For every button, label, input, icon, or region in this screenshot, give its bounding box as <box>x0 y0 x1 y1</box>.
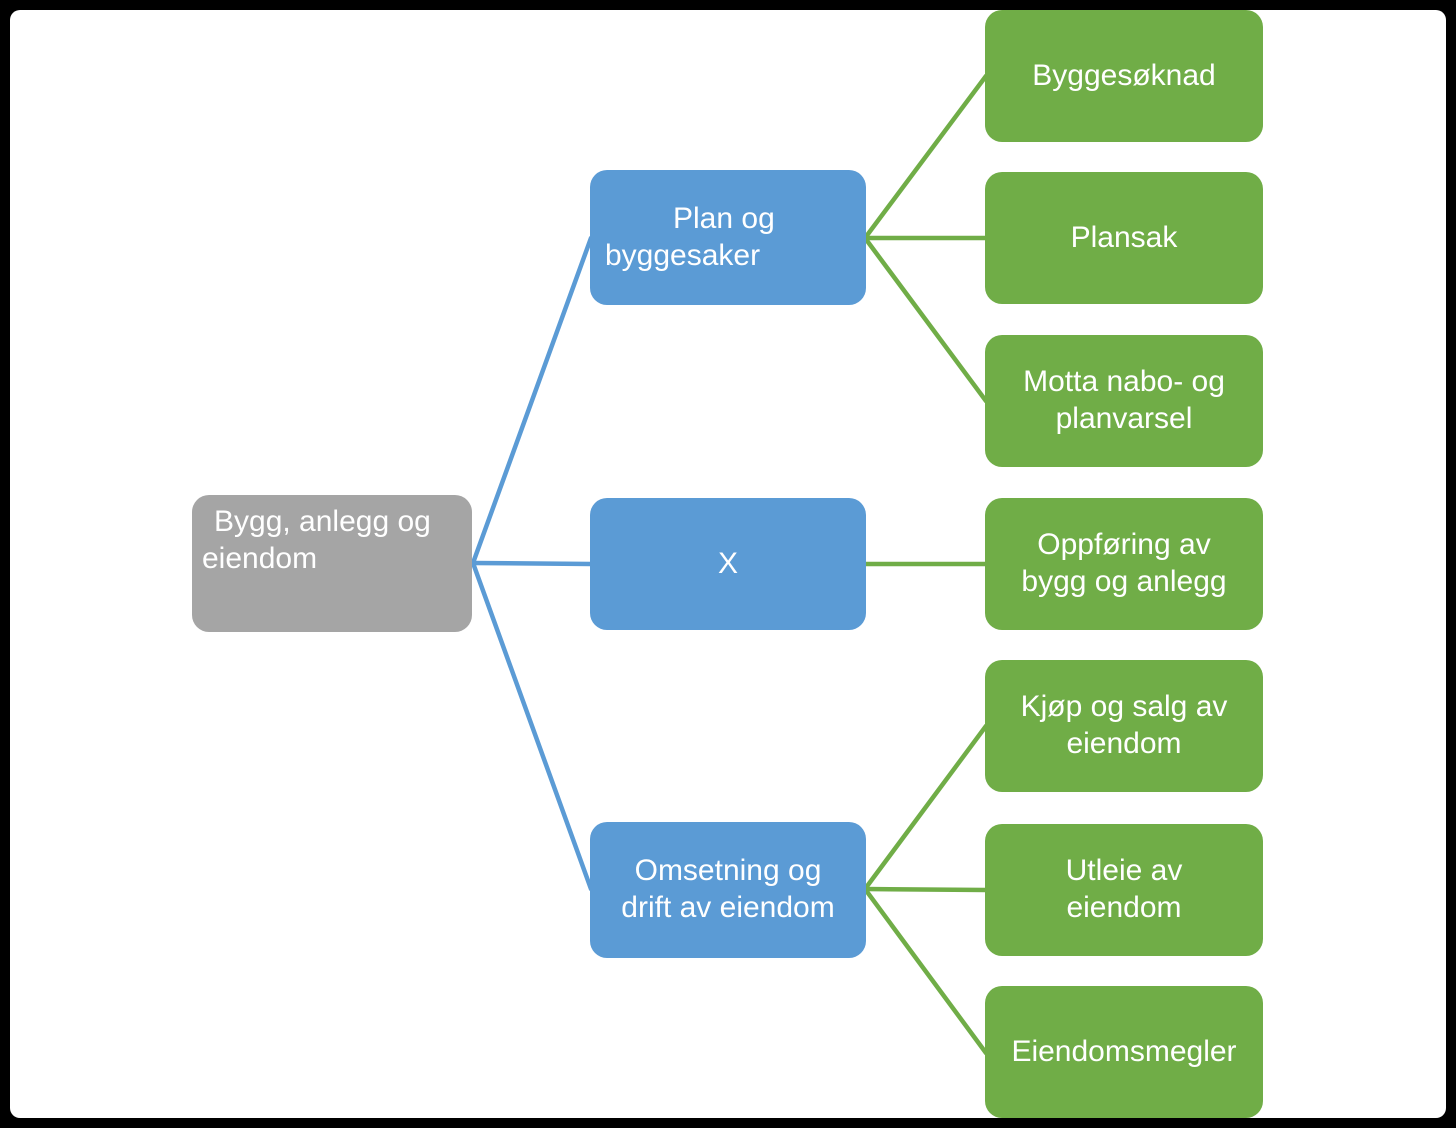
node-kjop-og-salg-av-eiendom: Kjøp og salg av eiendom <box>985 660 1263 792</box>
node-x: X <box>590 498 866 630</box>
node-plan-og-byggesaker: Plan og byggesaker <box>590 170 866 305</box>
node-eiendomsmegler: Eiendomsmegler <box>985 986 1263 1118</box>
node-oppforing-av-bygg-og-anlegg: Oppføring av bygg og anlegg <box>985 498 1263 630</box>
node-label: Bygg, anlegg og eiendom <box>202 505 431 575</box>
node-label: Omsetning og drift av eiendom <box>621 854 835 924</box>
node-label: Oppføring av bygg og anlegg <box>1021 528 1227 598</box>
node-label: Eiendomsmegler <box>1011 1034 1237 1068</box>
node-plansak: Plansak <box>985 172 1263 304</box>
node-byggesoknad: Byggesøknad <box>985 10 1263 142</box>
node-bygg-anlegg-og-eiendom: Bygg, anlegg og eiendom <box>192 495 472 632</box>
node-label: Byggesøknad <box>1032 58 1216 92</box>
node-label: Kjøp og salg av eiendom <box>1020 690 1228 760</box>
node-label: Plan og byggesaker <box>605 201 775 272</box>
node-motta-nabo-og-planvarsel: Motta nabo- og planvarsel <box>985 335 1263 467</box>
node-label: Utleie av eiendom <box>1065 854 1183 924</box>
node-label: Motta nabo- og planvarsel <box>1023 365 1225 435</box>
node-utleie-av-eiendom: Utleie av eiendom <box>985 824 1263 956</box>
node-omsetning-og-drift: Omsetning og drift av eiendom <box>590 822 866 958</box>
node-label: Plansak <box>1070 220 1178 254</box>
node-label: X <box>717 546 738 580</box>
